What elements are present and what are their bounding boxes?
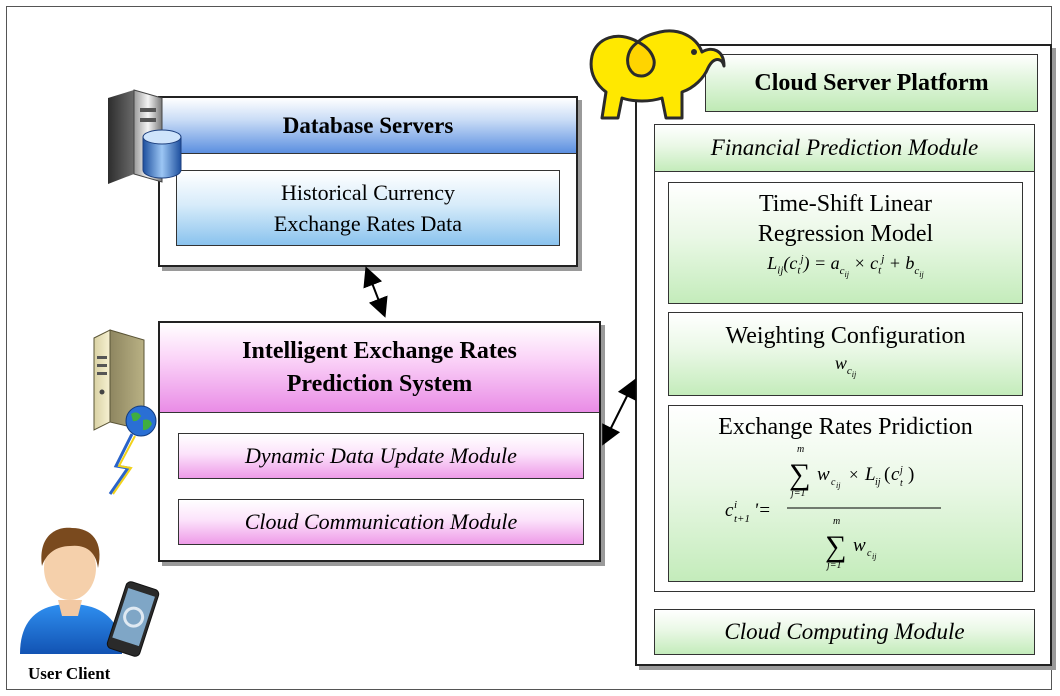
db-system-arrow bbox=[363, 266, 388, 318]
svg-text:m: m bbox=[797, 444, 804, 455]
svg-text:t+1: t+1 bbox=[734, 513, 750, 525]
svg-text:ij: ij bbox=[875, 477, 881, 488]
financial-prediction-module-panel: Financial Prediction Module Time-Shift L… bbox=[654, 124, 1035, 592]
svg-text:c: c bbox=[891, 464, 900, 485]
database-servers-panel: Database Servers Historical Currency Exc… bbox=[158, 96, 578, 267]
historical-data-line-2: Exchange Rates Data bbox=[273, 211, 463, 236]
svg-text:L: L bbox=[864, 464, 876, 485]
regression-title-line-1: Time-Shift Linear bbox=[758, 191, 933, 217]
cloud-communication-module: Cloud Communication Module bbox=[178, 499, 584, 545]
svg-text:∑: ∑ bbox=[825, 530, 846, 563]
prediction-system-title-line-1: Intelligent Exchange Rates bbox=[242, 337, 517, 364]
person-icon bbox=[20, 527, 122, 654]
database-servers-title: Database Servers bbox=[160, 98, 576, 154]
historical-data-box: Historical Currency Exchange Rates Data bbox=[176, 170, 560, 246]
weighting-configuration-box: Weighting Configuration wcij bbox=[668, 312, 1023, 396]
svg-text:∑: ∑ bbox=[789, 458, 810, 491]
server-icon bbox=[93, 329, 145, 431]
lightning-icon bbox=[108, 433, 136, 495]
prediction-title: Exchange Rates Pridiction bbox=[718, 414, 973, 440]
database-icon bbox=[142, 129, 182, 179]
prediction-system-title: Intelligent Exchange Rates Prediction Sy… bbox=[160, 323, 599, 413]
svg-text:'=: '= bbox=[754, 500, 771, 521]
svg-text:ij: ij bbox=[836, 481, 841, 490]
svg-text:×: × bbox=[849, 465, 859, 484]
svg-text:m: m bbox=[833, 516, 840, 527]
exchange-rates-prediction-box: Exchange Rates Pridiction c i t+1 '= m ∑… bbox=[668, 405, 1023, 582]
svg-text:ij: ij bbox=[872, 552, 877, 561]
user-client-label: User Client bbox=[28, 664, 111, 683]
regression-title-line-2: Regression Model bbox=[757, 221, 934, 247]
svg-text:t: t bbox=[900, 478, 903, 489]
prediction-system-title-line-2: Prediction System bbox=[286, 370, 473, 397]
svg-text:i: i bbox=[734, 499, 737, 511]
globe-icon bbox=[125, 405, 157, 437]
svg-text:j=1: j=1 bbox=[825, 560, 842, 571]
cloud-computing-module: Cloud Computing Module bbox=[654, 609, 1035, 655]
prediction-system-panel: Intelligent Exchange Rates Prediction Sy… bbox=[158, 321, 601, 562]
financial-prediction-module-title: Financial Prediction Module bbox=[655, 125, 1034, 172]
cloud-server-platform-panel: Cloud Server Platform Financial Predicti… bbox=[635, 44, 1052, 666]
cloud-server-platform-title: Cloud Server Platform bbox=[705, 54, 1038, 112]
regression-model-box: Time-Shift Linear Regression Model Lij(c… bbox=[668, 182, 1023, 304]
svg-text:): ) bbox=[908, 464, 914, 485]
weighting-formula: wcij bbox=[834, 353, 857, 379]
svg-text:c: c bbox=[831, 477, 836, 488]
svg-text:c: c bbox=[867, 548, 872, 559]
prediction-formula: c i t+1 '= m ∑ j=1 w c ij × L ij ( c j bbox=[725, 444, 941, 571]
svg-text:w: w bbox=[817, 464, 830, 485]
regression-formula: Lij(ctj) = acij × ctj + bcij bbox=[767, 253, 924, 279]
historical-data-line-1: Historical Currency bbox=[280, 180, 456, 205]
phone-icon bbox=[106, 581, 160, 657]
svg-text:w: w bbox=[853, 535, 866, 556]
svg-text:j: j bbox=[898, 465, 903, 476]
svg-text:j=1: j=1 bbox=[789, 488, 806, 499]
dynamic-data-update-module: Dynamic Data Update Module bbox=[178, 433, 584, 479]
system-cloud-arrow bbox=[602, 378, 636, 446]
svg-text:c: c bbox=[725, 500, 734, 521]
weighting-title: Weighting Configuration bbox=[725, 323, 966, 349]
svg-text:(: ( bbox=[884, 464, 890, 485]
elephant-icon bbox=[589, 29, 726, 120]
